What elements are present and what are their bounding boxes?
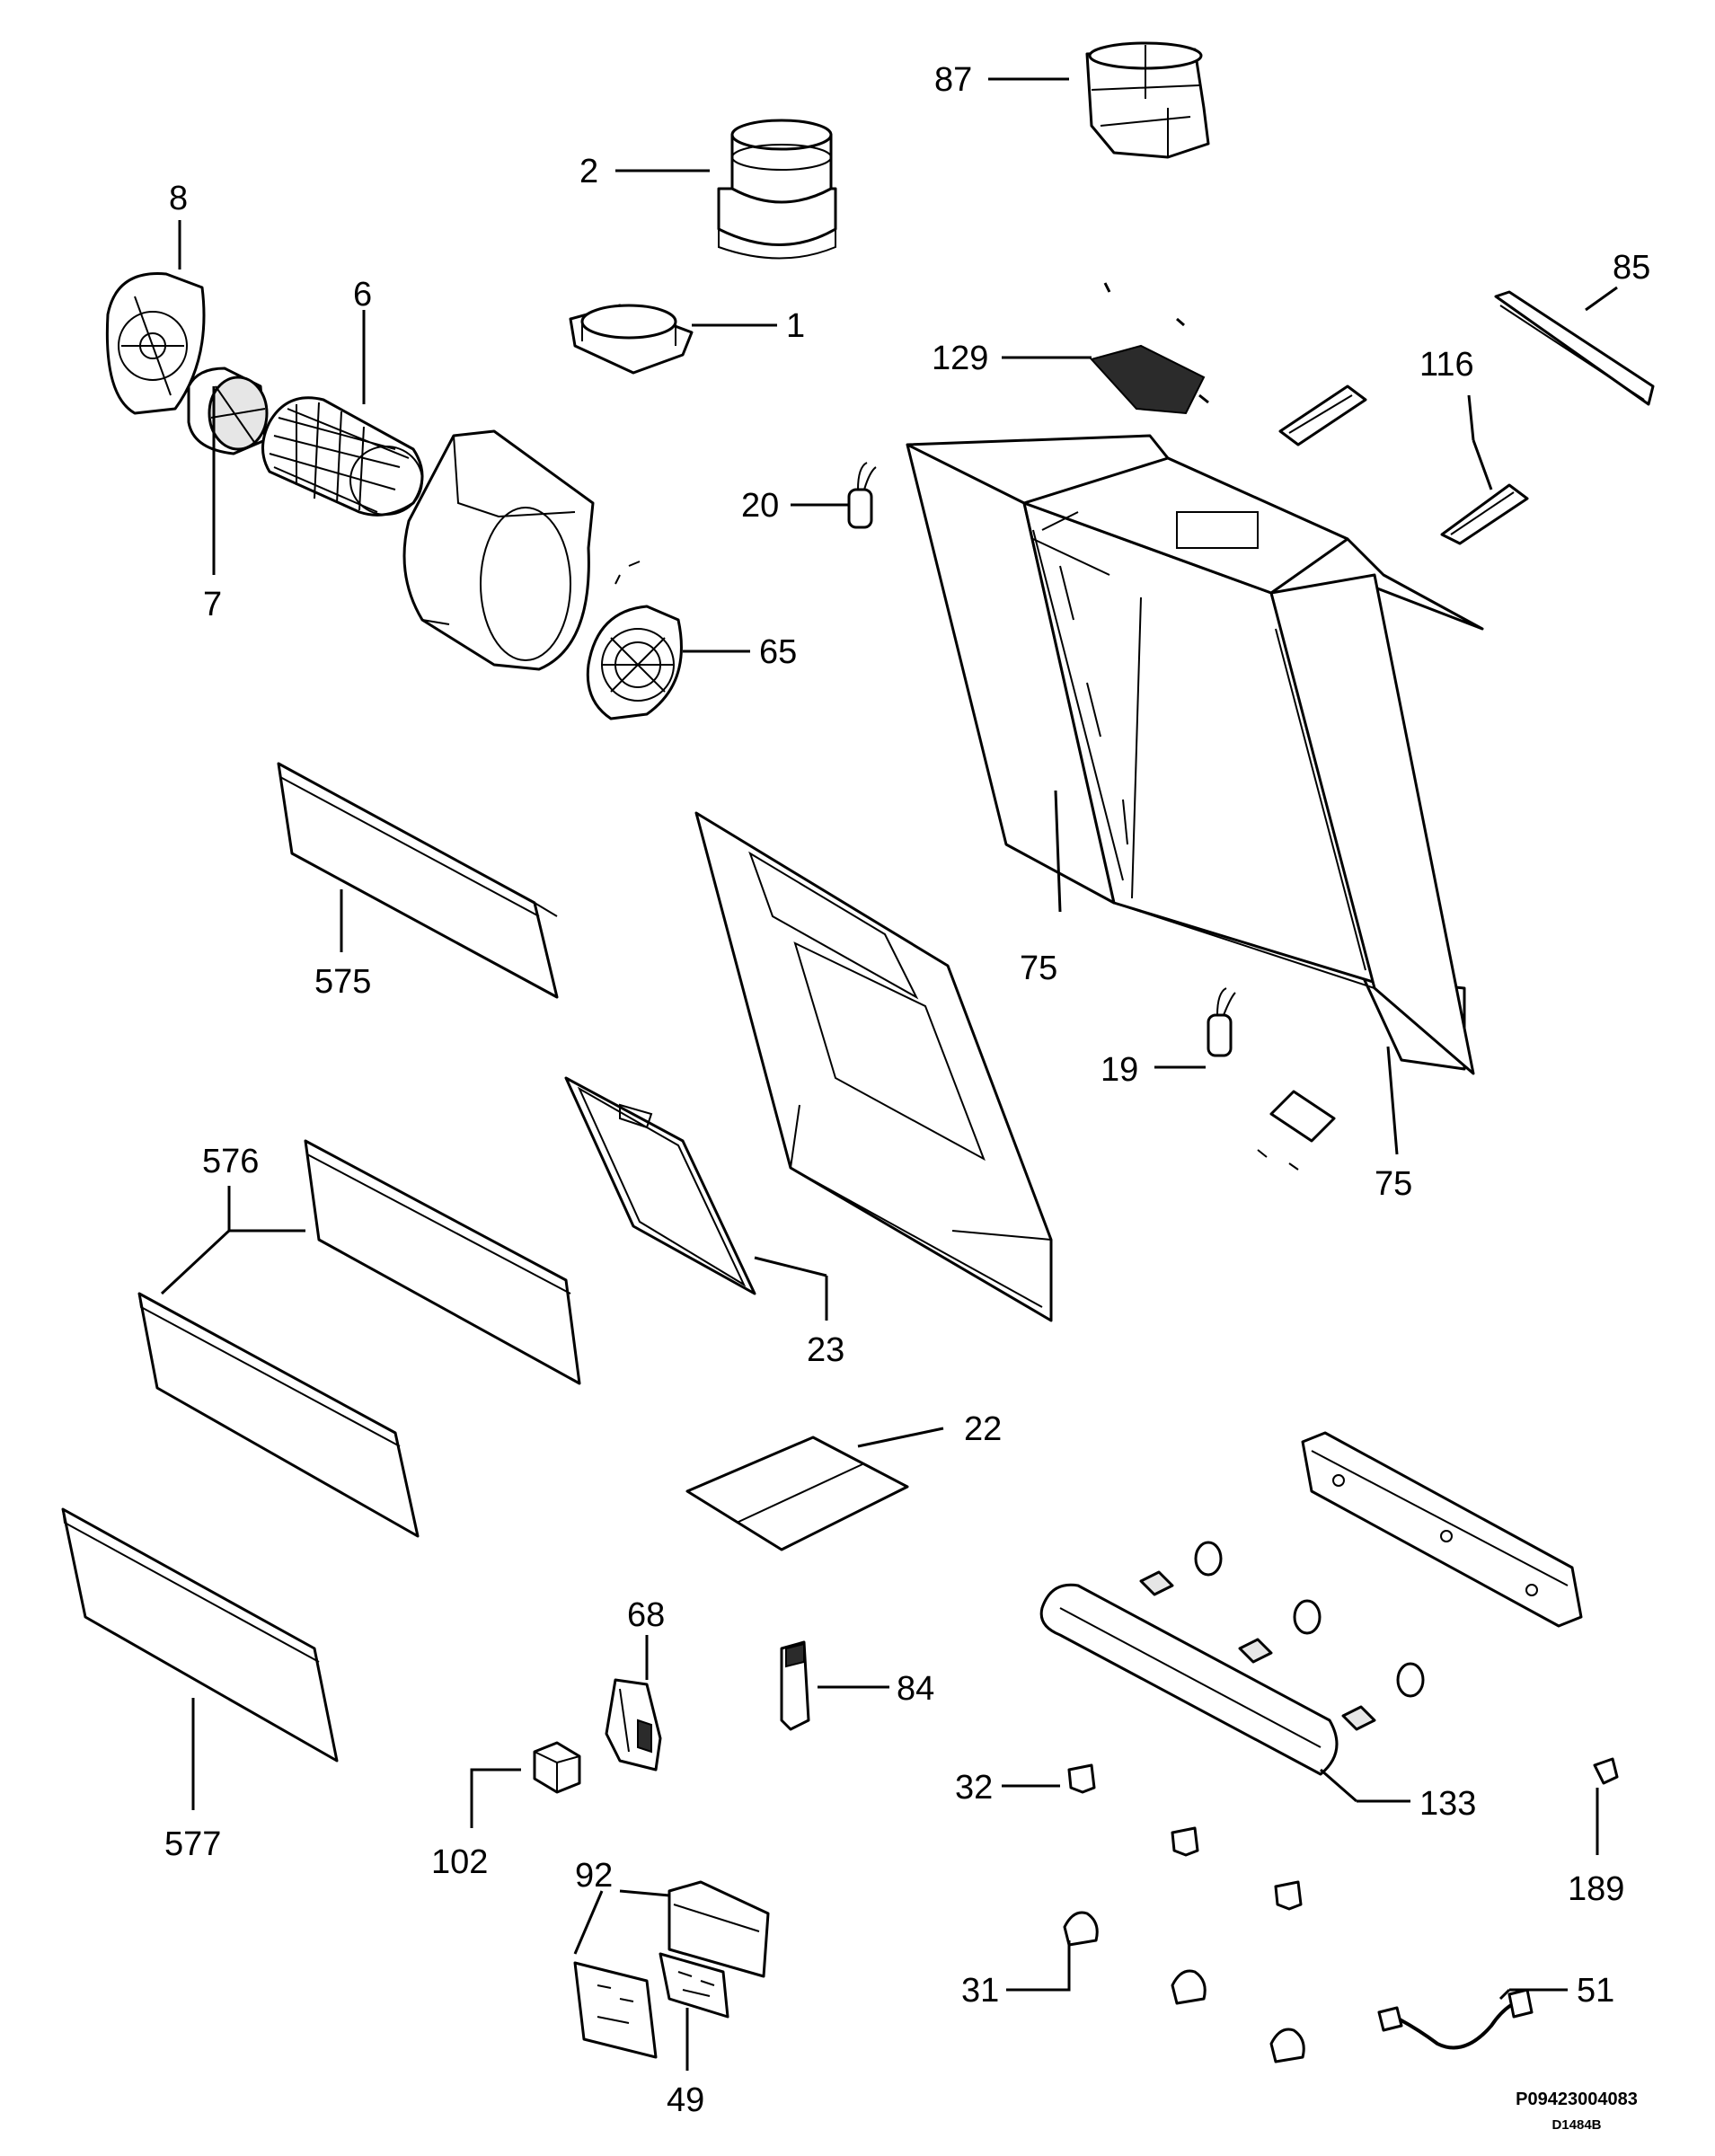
callout-116: 116 <box>1419 346 1474 384</box>
part-clips <box>1171 1826 1303 1911</box>
leader-lines <box>160 77 1618 2071</box>
part-189-connector <box>1593 1757 1619 1785</box>
part-31-lamp-sockets <box>1063 1911 1305 2063</box>
callout-87: 87 <box>934 61 972 99</box>
part-32-clip <box>1067 1763 1096 1794</box>
part-20-capacitor <box>847 462 877 529</box>
callout-51: 51 <box>1577 1972 1614 2010</box>
callout-133: 133 <box>1419 1785 1476 1823</box>
part-85-mounting-rail <box>1494 290 1655 406</box>
part-23-grease-filter <box>564 1076 756 1295</box>
part-51-wiring-harness <box>1377 1988 1534 2050</box>
part-102-transformer <box>533 1741 581 1794</box>
part-8-motor-plate <box>105 272 206 415</box>
callout-19: 19 <box>1101 1051 1138 1089</box>
callout-575: 575 <box>314 963 371 1001</box>
drawing-reference: P09423004083 D1484B <box>1516 2090 1638 2133</box>
part-lamp-holders <box>1139 1541 1425 1731</box>
callout-32: 32 <box>955 1769 993 1807</box>
part-center-frame-panel <box>694 811 1053 1322</box>
callout-23: 23 <box>807 1331 844 1369</box>
part-577-bottom-panel <box>61 1507 339 1763</box>
callout-49: 49 <box>667 2081 704 2119</box>
part-2-duct-reducer <box>717 119 837 260</box>
part-116-bracket <box>1440 483 1529 545</box>
callout-8: 8 <box>169 180 188 217</box>
callout-85: 85 <box>1613 249 1650 287</box>
callout-75-upper: 75 <box>1020 950 1057 987</box>
callout-65: 65 <box>759 633 797 671</box>
part-7-motor <box>187 367 269 455</box>
part-68-switch-bracket <box>605 1678 662 1772</box>
part-6-blower-wheel <box>261 396 424 517</box>
callout-labels: 87 2 8 6 1 85 129 116 7 20 65 575 75 19 … <box>164 61 1650 2119</box>
sheet-code: D1484B <box>1551 2117 1601 2133</box>
part-19-capacitor <box>1207 987 1236 1057</box>
callout-576: 576 <box>202 1143 259 1180</box>
part-bracket-upper <box>1278 384 1367 446</box>
part-49-circuit-board <box>573 1952 729 2059</box>
part-133-light-diffuser <box>1039 1583 1339 1776</box>
part-75-hood-body <box>906 434 1484 1075</box>
part-65-inlet-grille <box>586 561 683 720</box>
part-light-housing <box>1301 1431 1583 1628</box>
part-1-flange-ring <box>569 304 694 375</box>
callout-6: 6 <box>353 276 372 314</box>
callout-75-lower: 75 <box>1375 1165 1412 1203</box>
drawing-number: P09423004083 <box>1516 2090 1638 2109</box>
part-576-side-panels <box>137 1139 581 1538</box>
part-575-front-panel <box>277 762 559 999</box>
callout-2: 2 <box>579 153 598 190</box>
callout-189: 189 <box>1568 1870 1624 1908</box>
callout-1: 1 <box>786 307 805 345</box>
part-129-filter-grid <box>1090 282 1209 415</box>
callout-31: 31 <box>961 1972 999 2010</box>
part-blower-housing <box>402 429 595 671</box>
part-84-control-module <box>780 1640 810 1731</box>
callout-102: 102 <box>431 1843 488 1881</box>
part-92-control-box <box>667 1880 770 1978</box>
callout-577: 577 <box>164 1825 221 1863</box>
part-22-cover-plate <box>685 1436 909 1551</box>
part-small-plate <box>1257 1090 1336 1171</box>
callout-22: 22 <box>964 1410 1002 1448</box>
callout-84: 84 <box>897 1670 934 1708</box>
callout-68: 68 <box>627 1596 665 1634</box>
callout-7: 7 <box>203 586 222 623</box>
callout-92: 92 <box>575 1857 613 1895</box>
callout-20: 20 <box>741 487 779 525</box>
callout-129: 129 <box>932 340 988 377</box>
part-87-adapter-collar <box>1085 41 1210 159</box>
